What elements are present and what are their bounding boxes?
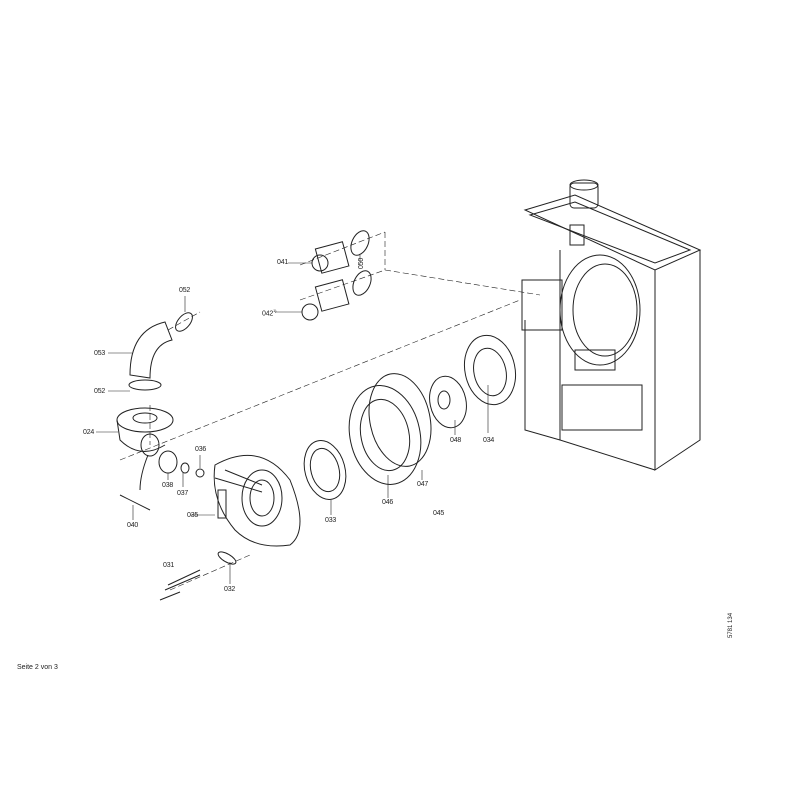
part-label-050: 050	[358, 257, 366, 270]
page-number: Seite 2 von 3	[17, 664, 58, 671]
part-label-042-footnote: 1)	[273, 308, 277, 313]
pump-042	[301, 279, 350, 321]
clamp-052a	[175, 312, 193, 332]
gasket-033	[303, 440, 347, 500]
part-label-024: 024	[83, 429, 95, 436]
sight-glass-032	[217, 551, 237, 565]
combustion-chamber-046	[348, 373, 432, 485]
part-label-048: 048	[450, 437, 462, 444]
part-label-040: 040	[127, 522, 139, 529]
part-label-034: 034	[483, 437, 495, 444]
leader-lines	[96, 255, 489, 584]
electrode-031	[159, 569, 201, 601]
pump-041	[311, 241, 350, 274]
elbow-pipe-053	[129, 321, 173, 379]
part-label-047: 047	[417, 481, 429, 488]
part-label-032: 032	[224, 586, 236, 593]
o-ring-050b	[352, 270, 372, 296]
insulation-048	[429, 375, 467, 429]
boiler-housing	[521, 179, 702, 471]
clamp-052b	[128, 379, 162, 391]
fan-024	[116, 407, 174, 511]
part-label-041: 041	[277, 259, 289, 266]
part-label-045: 045	[433, 510, 445, 517]
burner-plate	[213, 454, 301, 547]
gasket-038	[158, 450, 178, 474]
part-label-038: 038	[162, 482, 174, 489]
washer-036	[195, 468, 205, 478]
part-label-042: 0421)	[262, 308, 276, 317]
part-label-031: 031	[163, 562, 175, 569]
part-label-052-bottom: 052	[94, 388, 106, 395]
part-label-042-number: 042	[262, 310, 274, 318]
assembly-axis-lines	[119, 231, 541, 591]
o-ring-050a	[350, 230, 370, 256]
part-label-037: 037	[177, 490, 189, 497]
part-label-035: 035	[187, 512, 199, 519]
part-label-033: 033	[325, 517, 337, 524]
seal-034	[463, 334, 517, 406]
part-037	[180, 462, 190, 474]
part-label-053: 053	[94, 350, 106, 357]
drawing-code: 5781 134	[728, 612, 734, 638]
part-label-036: 036	[195, 446, 207, 453]
part-label-052-top: 052	[179, 287, 191, 294]
part-label-046: 046	[382, 499, 394, 506]
